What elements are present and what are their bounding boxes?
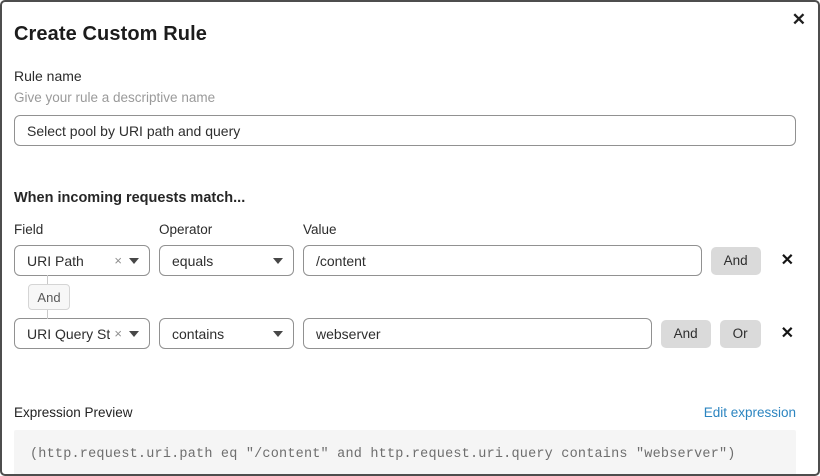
expression-preview-label: Expression Preview bbox=[14, 405, 133, 420]
row-connector: And bbox=[28, 275, 70, 319]
operator-select-2-value: contains bbox=[172, 325, 225, 342]
rule-name-section: Rule name Give your rule a descriptive n… bbox=[14, 68, 796, 146]
value-column-label: Value bbox=[303, 222, 337, 237]
field-select-1-value: URI Path bbox=[27, 252, 84, 269]
match-heading: When incoming requests match... bbox=[14, 190, 246, 206]
operator-select-1[interactable]: equals bbox=[159, 245, 294, 276]
edit-expression-link[interactable]: Edit expression bbox=[703, 405, 796, 420]
field-select-1[interactable]: URI Path × bbox=[14, 245, 150, 276]
rule-name-label: Rule name bbox=[14, 68, 82, 84]
operator-column-label: Operator bbox=[159, 222, 213, 237]
close-icon[interactable]: ✕ bbox=[788, 7, 810, 32]
field-select-2[interactable]: URI Query St... × bbox=[14, 318, 150, 349]
value-input-2[interactable] bbox=[303, 318, 652, 349]
value-input-1[interactable] bbox=[303, 245, 702, 276]
clear-selection-icon[interactable]: × bbox=[114, 326, 122, 341]
condition-row-1: URI Path × equals And ✕ bbox=[14, 245, 796, 276]
operator-select-2[interactable]: contains bbox=[159, 318, 294, 349]
clear-selection-icon[interactable]: × bbox=[114, 253, 122, 268]
page-title: Create Custom Rule bbox=[14, 23, 207, 45]
field-select-2-value: URI Query St... bbox=[27, 325, 111, 342]
remove-row-2-icon[interactable]: ✕ bbox=[780, 324, 794, 342]
rule-name-helper: Give your rule a descriptive name bbox=[14, 90, 216, 105]
and-button-row-2[interactable]: And bbox=[660, 319, 711, 348]
condition-row-2: URI Query St... × contains And Or ✕ bbox=[14, 318, 796, 349]
remove-row-1-icon[interactable]: ✕ bbox=[780, 251, 794, 269]
operator-select-1-value: equals bbox=[172, 252, 214, 269]
chevron-down-icon bbox=[273, 257, 283, 264]
expression-preview-header: Expression Preview Edit expression bbox=[14, 405, 796, 420]
chevron-down-icon bbox=[129, 330, 139, 337]
and-button-row-1[interactable]: And bbox=[710, 246, 761, 275]
expression-code-box: (http.request.uri.path eq "/content" and… bbox=[14, 430, 796, 474]
expression-code: (http.request.uri.path eq "/content" and… bbox=[30, 446, 736, 462]
match-column-labels: Field Operator Value bbox=[14, 222, 796, 237]
chevron-down-icon bbox=[129, 257, 139, 264]
chevron-down-icon bbox=[273, 330, 283, 337]
and-connector-chip: And bbox=[28, 284, 70, 310]
rule-name-input[interactable] bbox=[14, 115, 796, 146]
field-column-label: Field bbox=[14, 222, 44, 237]
or-button-row-2[interactable]: Or bbox=[719, 319, 761, 348]
